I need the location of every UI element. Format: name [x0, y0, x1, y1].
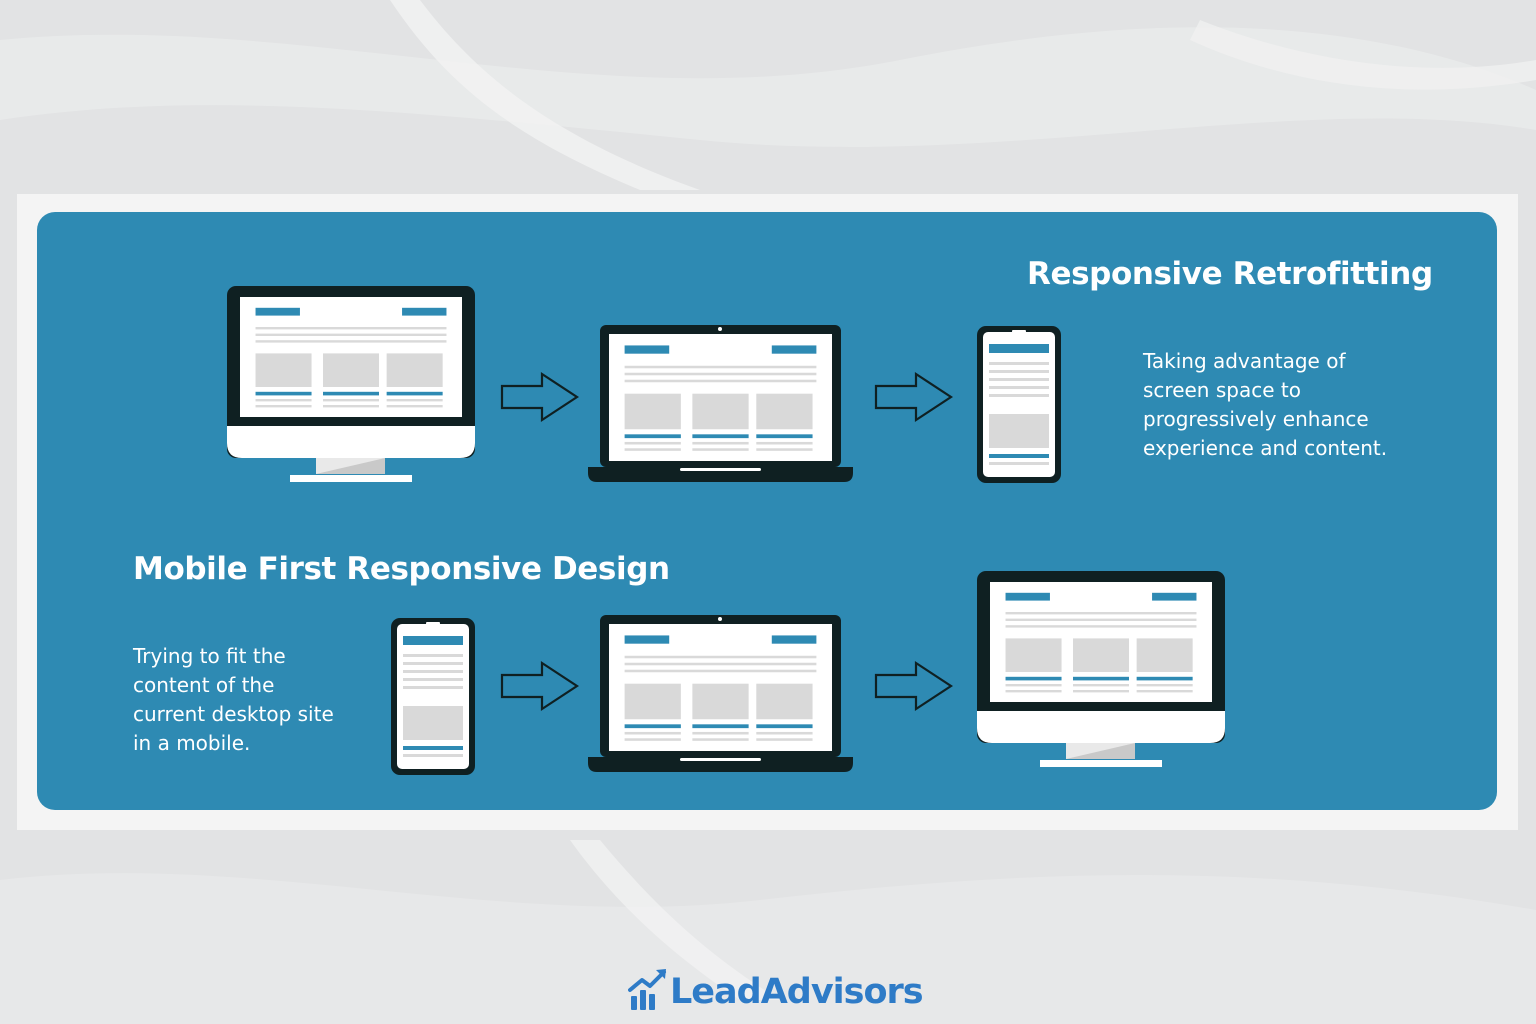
- bottom-arrow-1: [500, 660, 580, 712]
- bottom-laptop: [588, 615, 853, 772]
- brand-name: LeadAdvisors: [670, 972, 924, 1012]
- top-desktop-monitor: [227, 286, 475, 482]
- top-smartphone: [977, 326, 1061, 483]
- bottom-smartphone: [391, 618, 475, 775]
- diagram-panel: [37, 212, 1497, 810]
- top-arrow-2: [874, 371, 954, 423]
- top-laptop: [588, 325, 853, 482]
- brand-logo: LeadAdvisors: [628, 958, 924, 1012]
- top-arrow-1: [500, 371, 580, 423]
- bottom-arrow-2: [874, 660, 954, 712]
- bar-chart-arrow-icon: [628, 969, 666, 1010]
- bottom-desktop-monitor: [977, 571, 1225, 767]
- devices-diagram: [37, 212, 1497, 810]
